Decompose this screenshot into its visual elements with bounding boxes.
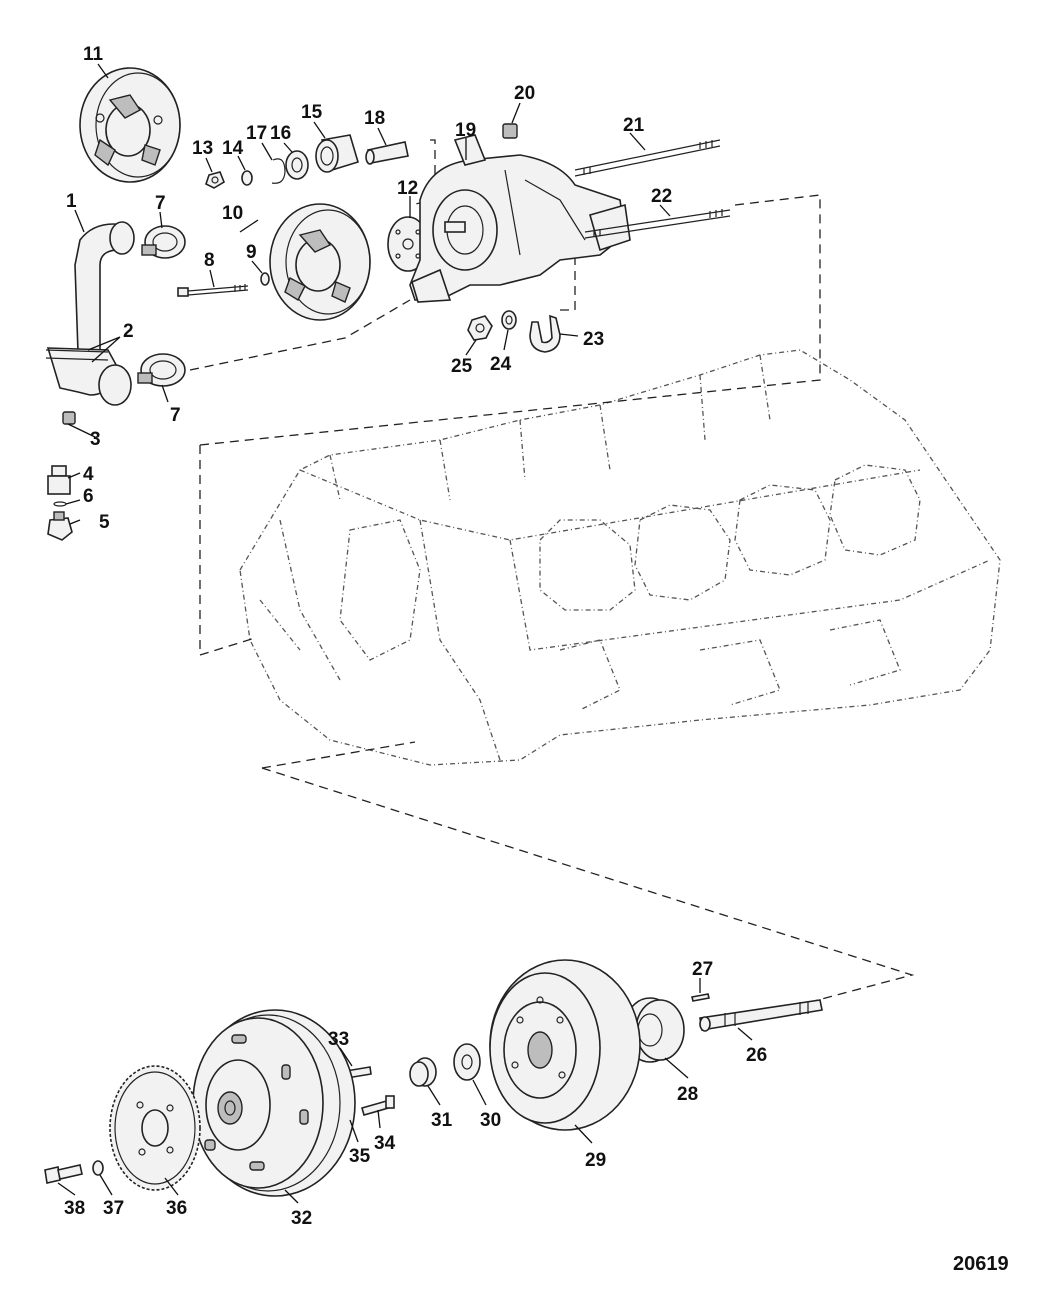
callout-9: 9 xyxy=(246,242,257,263)
part-26-crank-bolt xyxy=(699,999,823,1032)
callout-29: 29 xyxy=(585,1150,606,1171)
callout-31: 31 xyxy=(431,1110,453,1131)
callout-2: 2 xyxy=(123,321,134,342)
part-29-harmonic-balancer xyxy=(489,959,641,1131)
callout-5: 5 xyxy=(99,512,110,533)
engine-block-outline xyxy=(239,349,1001,766)
callout-13: 13 xyxy=(192,138,213,159)
callout-26: 26 xyxy=(746,1045,767,1066)
part-24-washer xyxy=(501,310,517,330)
part-31-spacer xyxy=(409,1057,437,1087)
callout-32: 32 xyxy=(291,1208,312,1229)
small-fittings xyxy=(47,411,76,541)
callout-37: 37 xyxy=(103,1198,124,1219)
callout-18: 18 xyxy=(364,108,385,129)
callout-3: 3 xyxy=(90,429,101,450)
callout-24: 24 xyxy=(490,354,512,375)
callout-23: 23 xyxy=(583,329,604,350)
callout-15: 15 xyxy=(301,102,323,123)
callout-labels: 11 1 7 2 3 4 6 5 7 8 9 10 13 14 17 16 15… xyxy=(64,44,1009,1275)
callout-7-upper: 7 xyxy=(155,193,166,214)
callout-1: 1 xyxy=(66,191,77,212)
part-38-bolt xyxy=(44,1164,83,1184)
callout-14: 14 xyxy=(222,138,244,159)
callout-21: 21 xyxy=(623,115,645,136)
figure-number: 20619 xyxy=(953,1253,1009,1275)
callout-20: 20 xyxy=(514,83,535,104)
callout-4: 4 xyxy=(83,464,94,485)
callout-27: 27 xyxy=(692,959,713,980)
callout-16: 16 xyxy=(270,123,291,144)
part-10-pulley xyxy=(269,203,371,321)
part-32-crank-pulley xyxy=(192,1009,356,1197)
callout-28: 28 xyxy=(677,1084,698,1105)
part-19-water-pump xyxy=(409,134,631,303)
callout-6: 6 xyxy=(83,486,94,507)
callout-10: 10 xyxy=(222,203,243,224)
part-7-hose-clamps xyxy=(137,225,186,387)
callout-35: 35 xyxy=(349,1146,371,1167)
part-8-bolt xyxy=(177,272,270,297)
callout-25: 25 xyxy=(451,356,473,377)
leader-lines xyxy=(57,63,753,1204)
part-34-bolt xyxy=(361,1095,395,1116)
callout-22: 22 xyxy=(651,186,672,207)
callout-30: 30 xyxy=(480,1110,501,1131)
bearing-stack xyxy=(205,134,409,189)
callout-36: 36 xyxy=(166,1198,187,1219)
part-36-reluctor-wheel xyxy=(109,1065,201,1191)
part-22-stud xyxy=(584,209,731,239)
part-21-stud xyxy=(574,139,721,177)
callout-17: 17 xyxy=(246,123,267,144)
part-30-washer xyxy=(453,1043,481,1081)
part-27-key xyxy=(691,993,710,1002)
callout-38: 38 xyxy=(64,1198,85,1219)
callout-19: 19 xyxy=(455,120,476,141)
callout-11: 11 xyxy=(83,44,104,65)
callout-7-lower: 7 xyxy=(170,405,181,426)
callout-8: 8 xyxy=(204,250,215,271)
callout-12: 12 xyxy=(397,178,418,199)
callout-33: 33 xyxy=(328,1029,349,1050)
part-11-pulley xyxy=(79,67,181,183)
part-37-washer xyxy=(92,1160,104,1176)
part-1-bypass-hose xyxy=(45,221,135,406)
part-23-clip xyxy=(529,314,561,353)
part-25-nut xyxy=(467,315,493,341)
callout-34: 34 xyxy=(374,1133,396,1154)
part-20-plug xyxy=(502,123,518,139)
